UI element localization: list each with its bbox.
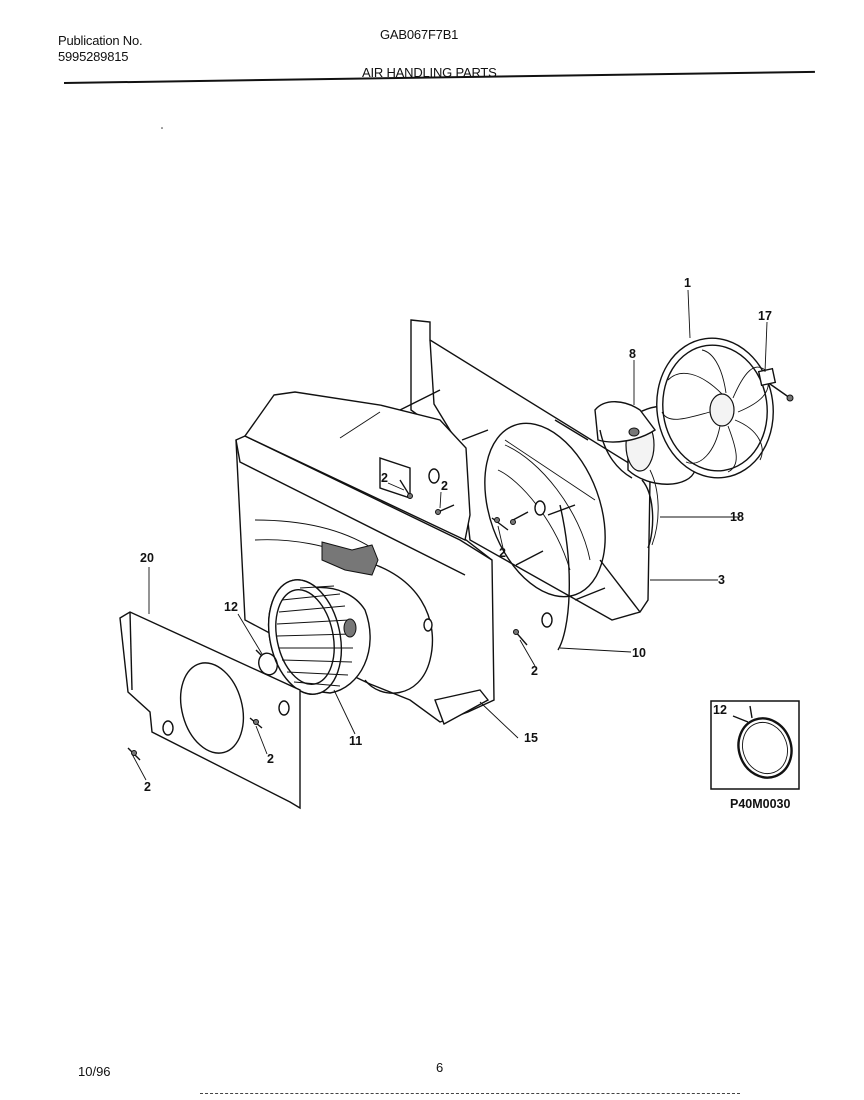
front-orifice-plate [119, 611, 301, 810]
callout-3: 3 [718, 573, 725, 587]
callout-2: 2 [441, 479, 448, 493]
callout-18: 18 [730, 510, 744, 524]
callout-2: 2 [381, 471, 388, 485]
callout-10: 10 [632, 646, 646, 660]
callout-2: 2 [531, 664, 538, 678]
inset-callout-12: 12 [713, 703, 727, 717]
hose-clamp [255, 649, 278, 676]
callout-2: 2 [499, 546, 506, 560]
leader-lines [131, 289, 768, 781]
publication-label: Publication No. [58, 33, 143, 48]
condenser-fan-blade [656, 337, 774, 479]
clamp-detail-inset: 12 P40M0030 [710, 700, 800, 811]
footer-date: 10/96 [78, 1064, 111, 1079]
bottom-edge-marks [200, 1093, 740, 1094]
motor-mount-bracket [594, 401, 657, 479]
callout-2: 2 [267, 752, 274, 766]
stray-dot [161, 127, 163, 129]
callout-2: 2 [144, 780, 151, 794]
callout-17: 17 [758, 309, 772, 323]
callout-8: 8 [629, 347, 636, 361]
inset-code: P40M0030 [730, 797, 791, 811]
fan-clamp [757, 367, 794, 402]
page-number: 6 [436, 1060, 444, 1075]
callout-12: 12 [224, 600, 238, 614]
callout-1: 1 [684, 276, 691, 290]
rear-shroud [410, 319, 696, 621]
partition-plate [557, 504, 570, 651]
callout-20: 20 [140, 551, 154, 565]
callout-11: 11 [349, 734, 362, 748]
model-number: GAB067F7B1 [380, 27, 459, 42]
publication-number: 5995289815 [58, 49, 129, 64]
callout-15: 15 [524, 731, 538, 745]
section-title: AIR HANDLING PARTS [362, 65, 497, 80]
blower-housing [235, 389, 553, 726]
screws [127, 479, 529, 761]
blower-wheel [268, 579, 371, 695]
